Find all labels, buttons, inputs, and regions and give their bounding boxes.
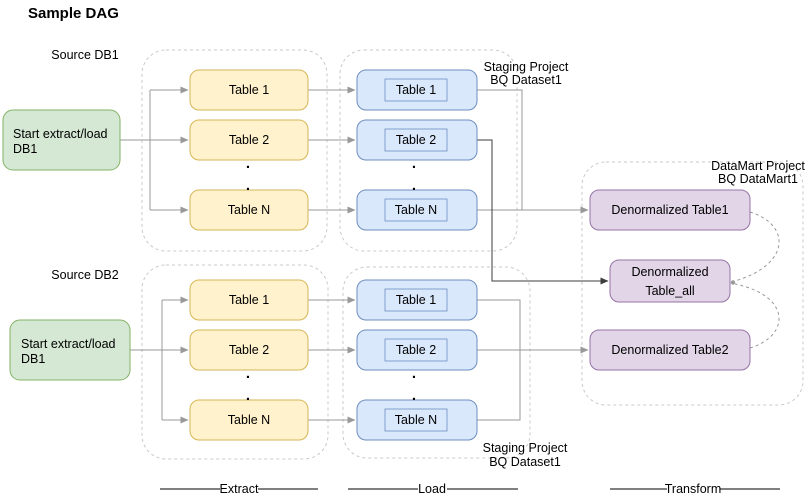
stage-label-text: Extract: [220, 482, 259, 496]
extract-table-node: Table N: [189, 399, 309, 441]
dashed-dependency-table2-to-tableall: [734, 283, 780, 349]
ellipsis-dot: .: [246, 155, 250, 172]
table-inner-box: [384, 338, 448, 362]
table-inner-box: [384, 408, 448, 432]
table-label: Table 2: [229, 133, 269, 147]
table-box: [609, 259, 731, 303]
denormalized-table1-node: Denormalized Table1: [589, 189, 751, 231]
load-group-db1: [339, 49, 518, 252]
ellipsis-dot: .: [246, 365, 250, 382]
ellipsis-dot: .: [412, 387, 416, 404]
extract-group-db2: [141, 264, 329, 460]
table-label: Table 2: [396, 343, 436, 357]
table-box: [189, 399, 309, 441]
extract-table-node: Table 1: [189, 279, 309, 321]
source-db1-label: Source DB1: [51, 48, 118, 62]
staging-project-label-top-line1: Staging Project: [484, 60, 569, 74]
start-node-label-line1: Start extract/load: [21, 337, 116, 351]
table-label-line2: Table_all: [645, 284, 694, 298]
connector-load2-to-denormalized-table-all: [477, 139, 609, 285]
table-box: [189, 329, 309, 371]
ellipsis-dot: .: [412, 155, 416, 172]
table-inner-box: [384, 198, 448, 222]
table-label: Table 1: [396, 83, 436, 97]
start-node-db1: Start extract/load DB1: [2, 109, 121, 171]
table-box: [189, 119, 309, 161]
dependency-endpoint-dot: [730, 280, 736, 285]
extract-table-node: Table 2: [189, 119, 309, 161]
datamart-project-label-line2: BQ DataMart1: [718, 172, 798, 186]
ellipsis-dot: .: [412, 365, 416, 382]
table-label: Table 2: [229, 343, 269, 357]
dashed-dependency-table1-to-tableall: [734, 211, 780, 282]
extract-table-node: Table N: [189, 189, 309, 231]
start-node-box: [2, 109, 121, 171]
start-node-label-line2: DB1: [13, 142, 37, 156]
stage-label-text: Transform: [665, 482, 722, 496]
denormalized-table-all-node: Denormalized Table_all: [609, 259, 731, 303]
table-label: Table 1: [229, 83, 269, 97]
extract-group-db1: [141, 49, 328, 252]
ellipsis-dot: .: [246, 387, 250, 404]
denormalized-table2-node: Denormalized Table2: [589, 329, 751, 371]
table-inner-box: [384, 288, 448, 312]
staging-project-label-bottom-line1: Staging Project: [483, 441, 568, 455]
table-label: Denormalized Table1: [611, 203, 728, 217]
table-label: Table N: [228, 413, 270, 427]
load-table-node: Table 1: [356, 279, 478, 321]
table-box: [189, 69, 309, 111]
diagram-title: Sample DAG: [28, 5, 119, 22]
load-group-db2: [342, 266, 531, 459]
table-label-line1: Denormalized: [631, 265, 708, 279]
start-node-label-line1: Start extract/load: [13, 127, 108, 141]
load-table-node: Table N: [356, 189, 478, 231]
ellipsis-dot: .: [246, 177, 250, 194]
ellipsis-dot: .: [412, 177, 416, 194]
table-box: [589, 329, 751, 371]
transform-stage-label: Transform: [610, 482, 780, 496]
datamart-project-label-line1: DataMart Project: [711, 159, 805, 173]
load-stage-label: Load: [348, 482, 518, 496]
stage-label-text: Load: [418, 482, 446, 496]
table-label: Table 2: [396, 133, 436, 147]
table-inner-box: [384, 78, 448, 102]
table-label: Table 1: [396, 293, 436, 307]
load-table-node: Table 2: [356, 119, 478, 161]
load-table-node: Table N: [356, 399, 478, 441]
load-table-node: Table 1: [356, 69, 478, 111]
table-box: [189, 189, 309, 231]
staging-project-label-bottom-line2: BQ Dataset1: [489, 455, 561, 469]
connector-load-collector-bottom: [477, 299, 521, 421]
staging-project-label-top-line2: BQ Dataset1: [490, 73, 562, 87]
table-label: Table N: [228, 203, 270, 217]
table-label: Table 1: [229, 293, 269, 307]
extract-table-node: Table 1: [189, 69, 309, 111]
table-box: [189, 279, 309, 321]
connector-load1-collector-top: [477, 89, 523, 210]
table-label: Denormalized Table2: [611, 343, 728, 357]
extract-table-node: Table 2: [189, 329, 309, 371]
start-node-box: [9, 319, 131, 381]
start-node-label-line2: DB1: [21, 352, 45, 366]
load-table-node: Table 2: [356, 329, 478, 371]
table-inner-box: [384, 128, 448, 152]
table-label: Table N: [395, 203, 437, 217]
extract-stage-label: Extract: [160, 482, 318, 496]
start-node-db2: Start extract/load DB1: [9, 319, 131, 381]
table-box: [589, 189, 751, 231]
datamart-group: [581, 161, 804, 406]
table-label: Table N: [395, 413, 437, 427]
source-db2-label: Source DB2: [51, 268, 118, 282]
